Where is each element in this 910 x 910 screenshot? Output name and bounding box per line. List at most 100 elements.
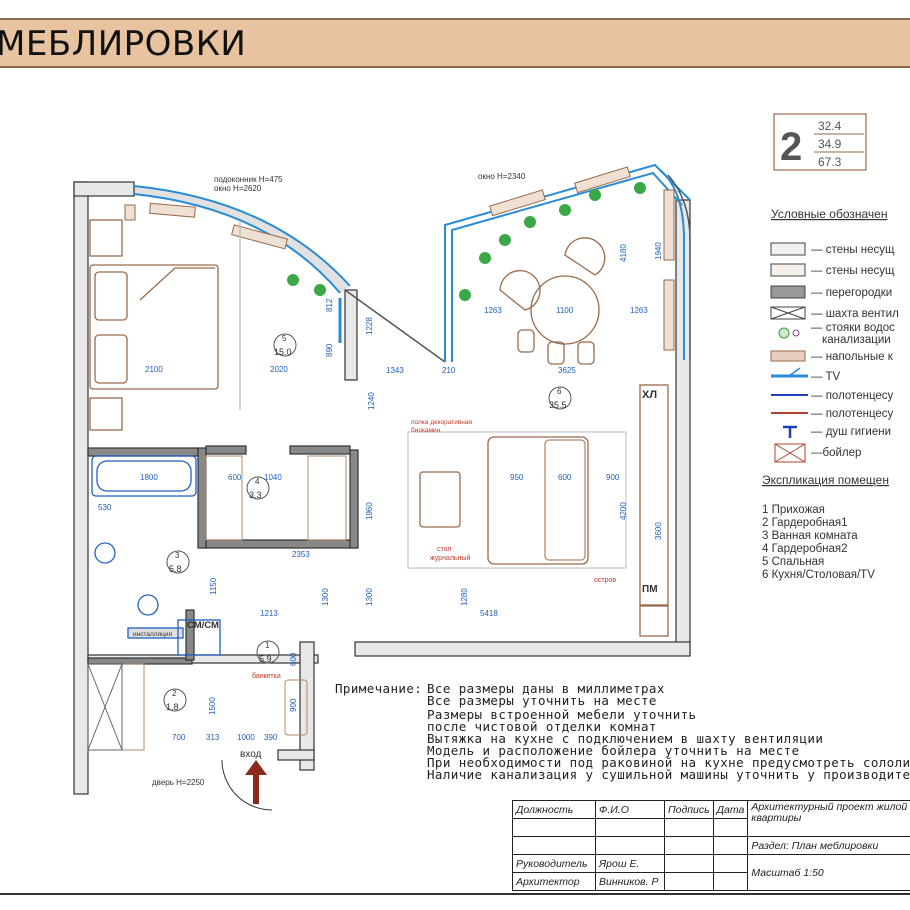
svg-text:4200: 4200 xyxy=(619,502,628,520)
boiler-icon xyxy=(774,443,806,463)
room-marker: 635.5 xyxy=(548,386,572,410)
svg-text:1100: 1100 xyxy=(556,306,574,315)
title-block: Должность Ф.И.О Подпись Дата Архитектурн… xyxy=(512,800,910,896)
svg-text:3 Ванная комната: 3 Ванная комната xyxy=(762,530,858,542)
svg-text:210: 210 xyxy=(442,366,456,375)
svg-text:журнальный: журнальный xyxy=(430,554,470,562)
note-line: Размеры встроенной мебели уточнить xyxy=(427,707,697,722)
legend: Условные обозначен — стены несущ — стены… xyxy=(770,207,899,463)
stamp-name: Винников. Р xyxy=(595,872,665,891)
svg-text:2 Гардеробная1: 2 Гардеробная1 xyxy=(762,517,848,529)
svg-text:окно H=2620: окно H=2620 xyxy=(214,184,262,193)
page-title: МЕБЛИРОВКИ xyxy=(0,24,247,64)
svg-text:600: 600 xyxy=(289,652,298,666)
svg-text:5: 5 xyxy=(282,334,287,343)
svg-text:5.9: 5.9 xyxy=(259,654,272,664)
svg-text:5418: 5418 xyxy=(480,609,498,618)
svg-text:3: 3 xyxy=(175,551,180,560)
svg-text:подоконник H=475: подоконник H=475 xyxy=(214,175,283,184)
stamp-header: Дата xyxy=(712,800,749,819)
svg-text:— стены несущ: — стены несущ xyxy=(811,244,895,256)
svg-text:1.8: 1.8 xyxy=(166,702,179,712)
vent-shaft-icon xyxy=(770,306,806,320)
title-banner: МЕБЛИРОВКИ xyxy=(0,18,910,68)
svg-text:6: 6 xyxy=(557,387,562,396)
svg-text:1300: 1300 xyxy=(321,588,330,606)
svg-text:1343: 1343 xyxy=(386,366,404,375)
plants xyxy=(287,182,646,301)
stamp-scale: Масштаб 1:50 xyxy=(747,854,910,891)
svg-text:банкетка: банкетка xyxy=(252,672,281,680)
svg-text:стол: стол xyxy=(437,546,451,553)
entrance-door xyxy=(221,759,273,811)
svg-text:ПМ: ПМ xyxy=(642,584,658,595)
svg-text:812: 812 xyxy=(325,298,334,312)
svg-text:15.0: 15.0 xyxy=(274,347,292,357)
note-line: При необходимости под раковиной на кухне… xyxy=(427,755,910,770)
living-furniture xyxy=(407,384,669,637)
svg-text:390: 390 xyxy=(264,733,278,742)
stamp-header: Подпись xyxy=(664,800,714,819)
svg-text:1000: 1000 xyxy=(237,733,255,742)
svg-text:2100: 2100 xyxy=(145,365,163,374)
svg-text:— полотенцесу: — полотенцесу xyxy=(811,408,894,420)
svg-text:— TV: — TV xyxy=(811,371,841,383)
svg-text:—бойлер: —бойлер xyxy=(811,447,861,459)
stamp-header: Ф.И.О xyxy=(595,800,665,819)
note-line: Вытяжка на кухне с подключением в шахту … xyxy=(427,731,824,746)
areas-badge: 2 32.4 34.9 67.3 xyxy=(773,113,867,171)
svg-text:530: 530 xyxy=(98,503,112,512)
plan-labels: подоконник H=475 окно H=2620 окно H=2340… xyxy=(133,172,658,787)
stamp-role: Руководитель xyxy=(512,854,596,873)
note-line: Все размеры даны в миллиметрах xyxy=(427,681,665,696)
svg-text:биокамин: биокамин xyxy=(411,426,441,434)
svg-text:900: 900 xyxy=(289,698,298,712)
svg-text:700: 700 xyxy=(172,733,186,742)
partition-icon xyxy=(770,285,806,299)
svg-text:1940: 1940 xyxy=(654,242,663,260)
svg-text:1960: 1960 xyxy=(365,502,374,520)
svg-text:900: 900 xyxy=(606,473,620,482)
svg-text:2: 2 xyxy=(780,125,802,169)
svg-text:канализации: канализации xyxy=(822,334,891,346)
note-line: Наличие канализация у сушильной машины у… xyxy=(427,767,910,782)
room-marker: 21.8 xyxy=(163,688,187,712)
bedroom-furniture xyxy=(89,219,241,431)
non-load-bearing-wall-icon xyxy=(770,263,806,277)
svg-text:1150: 1150 xyxy=(209,577,218,595)
svg-text:2353: 2353 xyxy=(292,550,310,559)
floor-heaters xyxy=(124,166,675,351)
stamp-section: Раздел: План меблировки xyxy=(747,836,910,855)
room-marker: 15.9 xyxy=(256,640,280,664)
hygienic-shower-icon xyxy=(783,425,797,438)
svg-text:1: 1 xyxy=(265,641,270,650)
bathroom-fixtures xyxy=(91,455,221,656)
bottom-border xyxy=(0,893,910,895)
svg-text:— полотенцесу: — полотенцесу xyxy=(811,390,894,402)
svg-text:1228: 1228 xyxy=(365,317,374,335)
svg-text:2020: 2020 xyxy=(270,365,288,374)
svg-text:313: 313 xyxy=(206,733,220,742)
svg-text:1 Прихожая: 1 Прихожая xyxy=(762,504,825,516)
svg-text:600: 600 xyxy=(228,473,242,482)
water-riser-icon xyxy=(778,327,800,339)
svg-text:1263: 1263 xyxy=(484,306,502,315)
svg-text:— перегородки: — перегородки xyxy=(811,287,892,299)
svg-text:остров: остров xyxy=(594,577,616,584)
svg-text:дверь H=2250: дверь H=2250 xyxy=(152,778,205,787)
svg-text:полка декоративная: полка декоративная xyxy=(411,419,472,426)
stamp-header: Должность xyxy=(512,800,596,819)
svg-text:ХЛ: ХЛ xyxy=(642,389,657,401)
dining-set xyxy=(499,237,606,365)
explication: Экспликация помещен 1 Прихожая 2 Гардеро… xyxy=(762,473,889,581)
svg-text:окно H=2340: окно H=2340 xyxy=(478,172,526,181)
room-marker: 35.8 xyxy=(166,550,190,574)
svg-text:— шахта вентил: — шахта вентил xyxy=(811,308,899,320)
svg-text:5.8: 5.8 xyxy=(169,564,182,574)
svg-text:4180: 4180 xyxy=(619,244,628,262)
note-line: Модель и расположение бойлера уточнить н… xyxy=(427,743,800,758)
svg-text:инсталляция: инсталляция xyxy=(133,631,172,638)
svg-text:1213: 1213 xyxy=(260,609,278,618)
svg-text:— стояки водос: — стояки водос xyxy=(811,322,895,334)
